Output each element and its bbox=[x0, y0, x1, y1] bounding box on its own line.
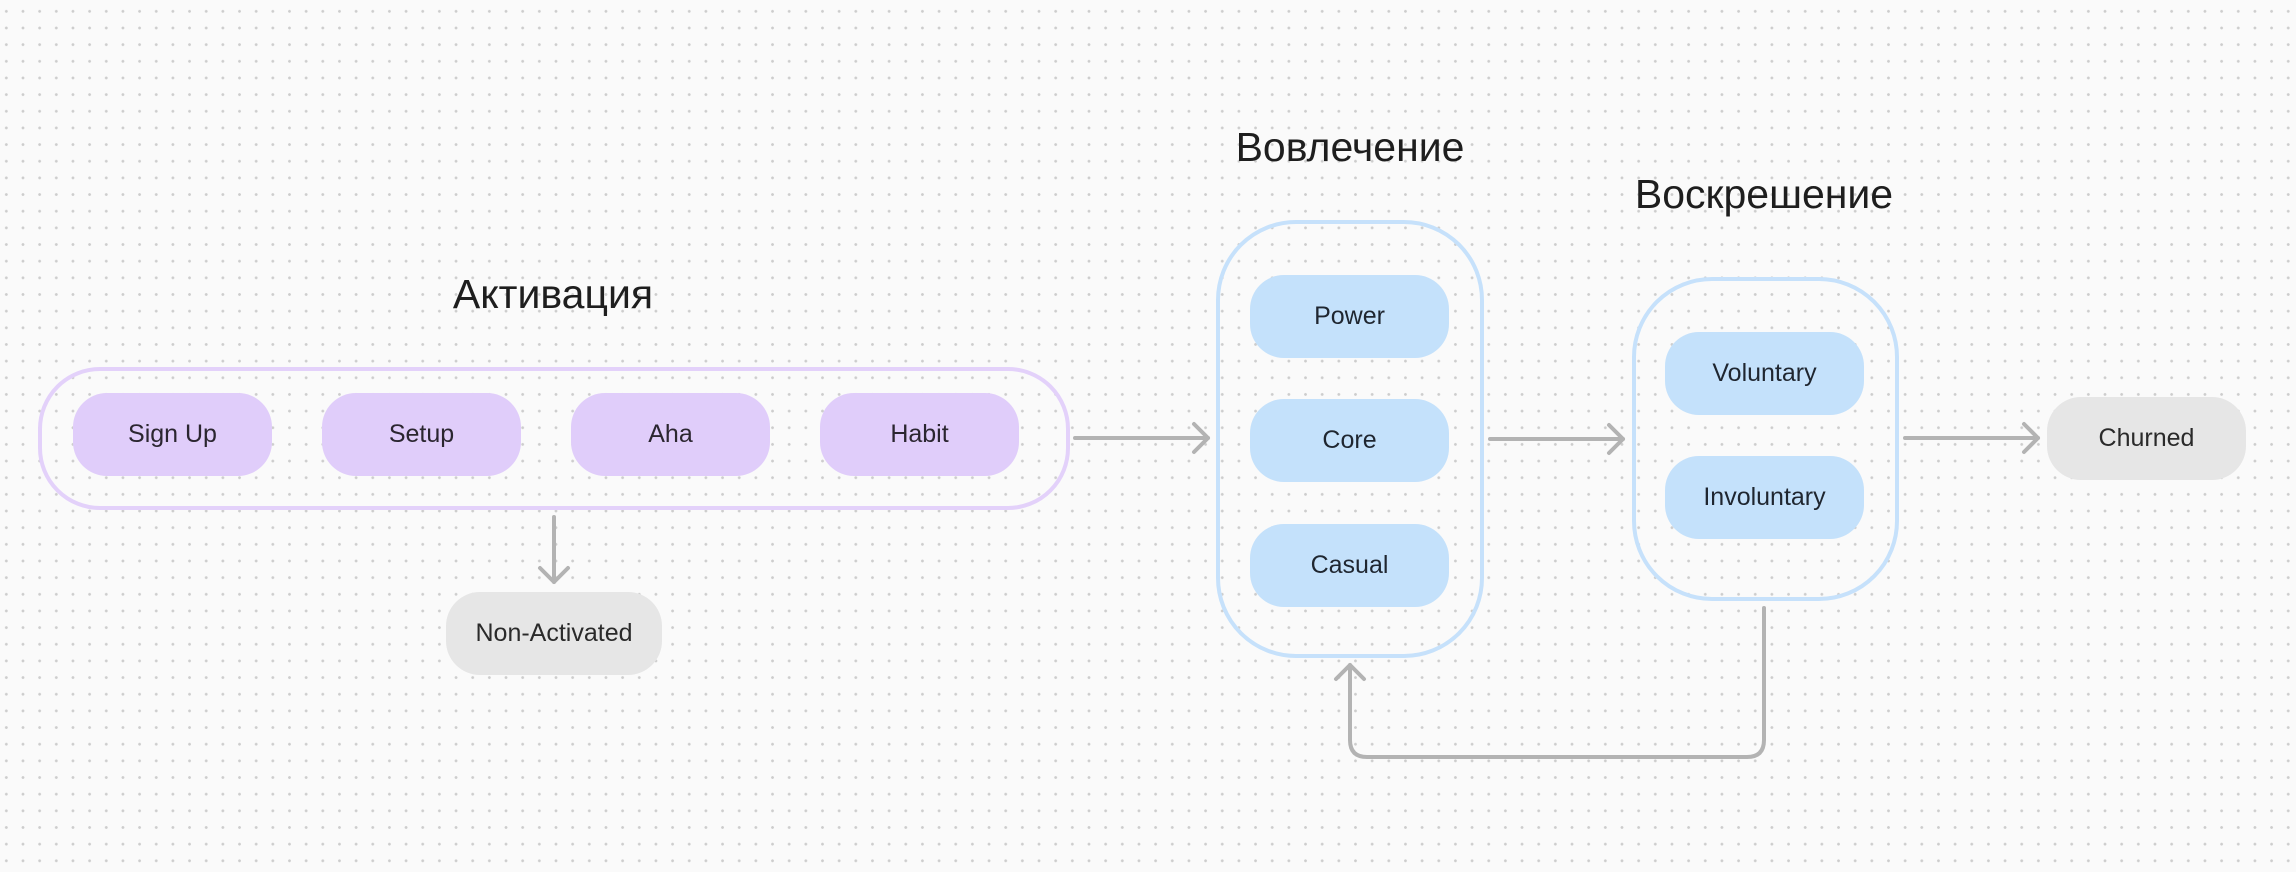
arrow-resurrection-to-engagement-loop[interactable] bbox=[1334, 606, 1766, 759]
node-casual[interactable]: Casual bbox=[1250, 524, 1449, 607]
node-label: Habit bbox=[890, 420, 949, 448]
engagement-group[interactable] bbox=[1216, 220, 1484, 658]
node-setup[interactable]: Setup bbox=[322, 393, 521, 476]
activation-title: Активация bbox=[452, 271, 654, 317]
arrow-engagement-to-resurrection[interactable] bbox=[1488, 423, 1625, 455]
node-voluntary[interactable]: Voluntary bbox=[1665, 332, 1864, 415]
node-label: Core bbox=[1322, 426, 1377, 454]
arrow-activation-to-engagement[interactable] bbox=[1073, 422, 1210, 454]
node-involuntary[interactable]: Involuntary bbox=[1665, 456, 1864, 539]
node-label: Voluntary bbox=[1712, 359, 1817, 387]
node-label: Involuntary bbox=[1703, 483, 1826, 511]
node-label: Setup bbox=[388, 420, 455, 448]
node-power[interactable]: Power bbox=[1250, 275, 1449, 358]
node-label: Churned bbox=[2098, 424, 2195, 452]
node-non-activated[interactable]: Non-Activated bbox=[446, 592, 662, 675]
node-label: Non-Activated bbox=[475, 619, 633, 647]
node-label: Aha bbox=[648, 420, 693, 448]
resurrection-title: Воскрешение bbox=[1634, 171, 1894, 217]
node-label: Casual bbox=[1310, 551, 1389, 579]
arrow-activation-to-non-activated[interactable] bbox=[538, 515, 570, 584]
node-aha[interactable]: Aha bbox=[571, 393, 770, 476]
node-core[interactable]: Core bbox=[1250, 399, 1449, 482]
node-churned[interactable]: Churned bbox=[2047, 397, 2246, 480]
node-label: Sign Up bbox=[128, 420, 217, 448]
engagement-title: Вовлечение bbox=[1235, 124, 1465, 170]
arrow-resurrection-to-churned[interactable] bbox=[1903, 422, 2040, 454]
node-habit[interactable]: Habit bbox=[820, 393, 1019, 476]
resurrection-group[interactable] bbox=[1632, 277, 1899, 601]
node-sign-up[interactable]: Sign Up bbox=[73, 393, 272, 476]
node-label: Power bbox=[1314, 302, 1385, 330]
activation-group[interactable] bbox=[38, 367, 1070, 510]
